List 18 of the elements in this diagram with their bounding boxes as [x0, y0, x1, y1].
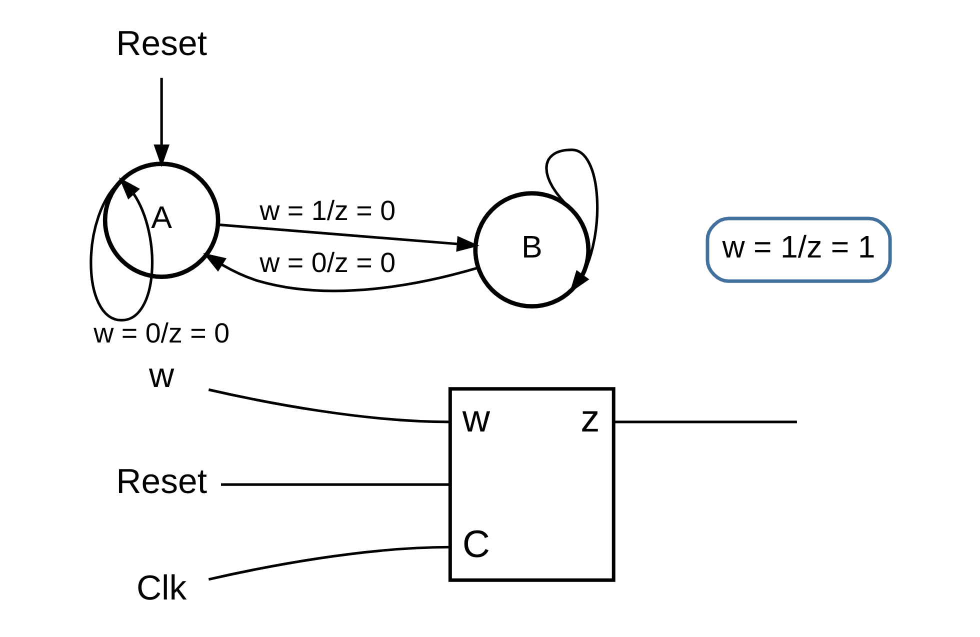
node-text: Reset	[116, 463, 206, 502]
edge-label: w = 0/z = 0	[259, 247, 396, 278]
arrow	[153, 78, 170, 168]
edge-label: w = 1/z = 0	[259, 194, 396, 226]
node-text: w	[148, 357, 174, 396]
node-circle: A	[102, 162, 220, 279]
connector	[208, 546, 450, 581]
arrow	[218, 223, 479, 252]
connector	[208, 388, 450, 424]
arrow	[202, 252, 478, 292]
connector	[613, 420, 796, 424]
connector	[220, 483, 450, 486]
node-text: Clk	[136, 569, 186, 608]
node-text: Reset	[116, 25, 206, 64]
node-box: w z C	[448, 387, 615, 582]
edge-label: w = 0/z = 0	[93, 317, 230, 348]
arrow	[89, 177, 153, 322]
node-box: w = 1/z = 1	[705, 216, 892, 283]
